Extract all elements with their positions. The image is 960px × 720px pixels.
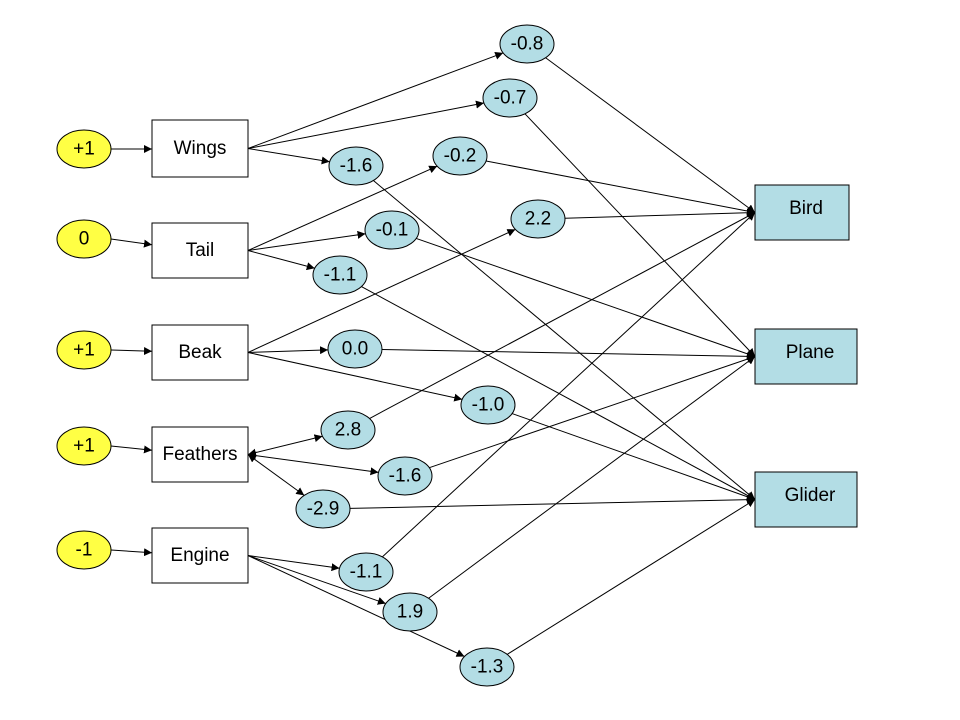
weight-value: -0.7 [494, 88, 527, 109]
weight-out-arrow [506, 499, 756, 655]
weight-out-arrow [428, 356, 756, 599]
weight-value: -1.0 [472, 395, 505, 416]
input-node [56, 530, 112, 570]
input-arrow [110, 347, 153, 356]
weight-node [459, 647, 515, 687]
weight-in-arrow [247, 250, 315, 271]
output-label: Glider [785, 485, 836, 506]
weight-node [377, 456, 433, 496]
weight-in-arrow [247, 454, 305, 496]
input-node [56, 330, 112, 370]
weight-out-arrow [382, 212, 756, 558]
weight-in-arrow [247, 555, 340, 572]
input-node [56, 219, 112, 259]
feature-node-tail [151, 222, 249, 279]
weight-node [432, 136, 488, 176]
weight-out-arrow [545, 57, 756, 213]
weight-in-arrow [247, 51, 504, 149]
weight-node [482, 78, 538, 118]
feature-label: Beak [178, 342, 222, 363]
weight-value: -1.6 [389, 466, 422, 487]
feature-node-beak [151, 324, 249, 381]
weight-out-arrow [564, 208, 756, 219]
weight-in-arrow [247, 352, 463, 402]
weight-in-arrow [247, 148, 330, 165]
weight-out-arrow [349, 495, 756, 509]
feature-label: Wings [174, 138, 227, 159]
weight-in-arrow [247, 434, 323, 457]
weight-node [382, 592, 438, 632]
weight-value: -2.9 [307, 499, 340, 520]
output-node-bird [754, 184, 850, 241]
weight-value: -1.6 [340, 156, 373, 177]
weight-node [510, 199, 566, 239]
input-value: +1 [73, 139, 95, 160]
weight-node [327, 329, 383, 369]
weight-node [312, 255, 368, 295]
weight-node [460, 385, 516, 425]
weight-node [328, 146, 384, 186]
weight-in-arrow [247, 555, 465, 657]
input-value: +1 [73, 436, 95, 457]
weight-out-arrow [511, 413, 756, 501]
weight-value: -1.1 [324, 265, 357, 286]
input-value: +1 [73, 340, 95, 361]
output-node-glider [754, 471, 858, 528]
weight-in-arrow [247, 100, 485, 149]
weight-out-arrow [381, 349, 756, 361]
weight-in-arrow [247, 165, 438, 251]
weight-out-arrow [485, 160, 756, 215]
input-node [56, 129, 112, 169]
input-arrow [110, 238, 153, 248]
input-node [56, 426, 112, 466]
connection-lines [110, 51, 756, 657]
weight-value: 2.2 [525, 209, 551, 230]
weight-out-arrow [373, 180, 756, 500]
input-arrow [110, 548, 153, 557]
weight-out-arrow [429, 355, 756, 469]
weight-value: -0.2 [444, 146, 477, 167]
weight-node [499, 24, 555, 64]
weight-in-arrow [247, 346, 329, 355]
output-label: Plane [786, 342, 835, 363]
weight-out-arrow [361, 286, 756, 500]
feature-node-engine [151, 527, 249, 584]
feature-label: Tail [186, 240, 215, 261]
weight-out-arrow [369, 212, 756, 419]
weight-out-arrow [524, 113, 756, 357]
weight-value: -1.1 [350, 562, 383, 583]
weight-node [320, 410, 376, 450]
feature-label: Feathers [163, 444, 238, 465]
weight-node [338, 552, 394, 592]
output-node-plane [754, 328, 858, 385]
weight-node [364, 210, 420, 250]
weight-in-arrow [247, 228, 516, 353]
output-label: Bird [789, 198, 823, 219]
weight-in-arrow [247, 555, 386, 605]
feature-label: Engine [170, 545, 229, 566]
weight-node [295, 489, 351, 529]
weight-value: 0.0 [342, 339, 368, 360]
weight-in-arrow [247, 230, 366, 251]
input-arrow [110, 445, 153, 454]
feature-node-feathers [151, 426, 249, 483]
input-value: -1 [76, 540, 93, 561]
weight-value: -0.1 [376, 220, 409, 241]
input-value: 0 [79, 229, 90, 250]
weight-value: -0.8 [511, 34, 544, 55]
feature-node-wings [151, 119, 249, 178]
weight-value: 1.9 [397, 602, 423, 623]
weight-out-arrow [416, 237, 756, 358]
weight-value: -1.3 [471, 657, 504, 678]
weight-value: 2.8 [335, 420, 361, 441]
weight-in-arrow [247, 451, 379, 476]
